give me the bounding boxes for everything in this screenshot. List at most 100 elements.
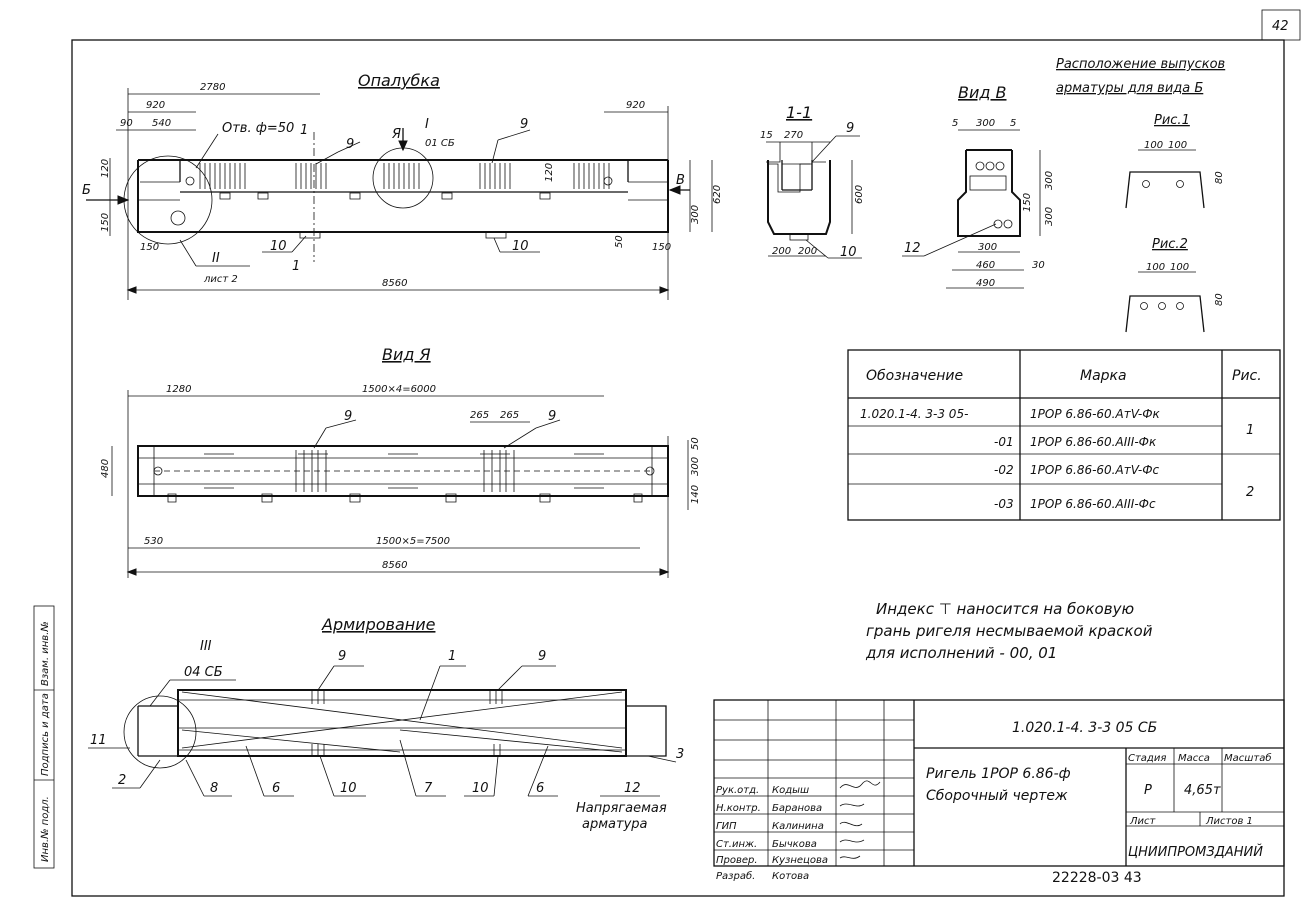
svg-text:600: 600 — [854, 185, 865, 204]
svg-text:80: 80 — [1214, 171, 1225, 184]
svg-text:920: 920 — [626, 100, 645, 111]
svg-text:140: 140 — [690, 485, 701, 504]
page-number-box — [1261, 9, 1301, 41]
svg-text:Кузнецова: Кузнецова — [772, 855, 828, 866]
svg-text:Н.контр.: Н.контр. — [716, 803, 761, 814]
spec-row-mark: 1РОР 6.86-60.АIII-Фк — [1030, 435, 1157, 449]
view-v: Вид В 5 300 5 300 150 300 300 460 30 490… — [902, 83, 1055, 289]
svg-text:5: 5 — [952, 118, 958, 129]
svg-text:9: 9 — [520, 117, 528, 132]
svg-text:120: 120 — [100, 159, 111, 178]
outlet-title-2: арматуры для вида Б — [1056, 81, 1203, 96]
outlet-layout: Расположение выпусков арматуры для вида … — [1056, 57, 1225, 333]
svg-text:300: 300 — [976, 118, 995, 129]
spec-row-mark: 1РОР 6.86-60.АтV-Фк — [1030, 407, 1161, 421]
outlet-title-1: Расположение выпусков — [1056, 57, 1225, 72]
svg-text:300: 300 — [690, 205, 701, 224]
svg-text:1: 1 — [292, 259, 300, 274]
svg-text:150: 150 — [100, 213, 111, 232]
svg-text:Листов 1: Листов 1 — [1205, 816, 1253, 827]
svg-text:7: 7 — [424, 781, 433, 796]
svg-text:100: 100 — [1144, 140, 1163, 151]
section-title: 1-1 — [786, 103, 812, 122]
svg-text:50: 50 — [614, 235, 625, 248]
index-note: Индекс ⊤ наносится на боковую грань риге… — [865, 600, 1153, 662]
svg-text:80: 80 — [1214, 293, 1225, 306]
svg-text:300: 300 — [1044, 171, 1055, 190]
svg-text:620: 620 — [712, 185, 723, 204]
signatures — [839, 780, 881, 859]
hole-icon — [603, 176, 613, 186]
mass-value: 4,65т — [1184, 783, 1221, 798]
reinforcement-view: Армирование III 04 СБ 9 1 9 11 2 8 6 10 … — [88, 615, 684, 832]
svg-text:1: 1 — [300, 123, 308, 138]
formwork-view: Опалубка 1 1 — [82, 71, 723, 300]
stamp-cell-1: Инв.№ подл. — [40, 796, 51, 862]
spec-table: Обозначение Марка Рис. 1.020.1-4. 3-3 05… — [847, 349, 1281, 521]
svg-text:5: 5 — [1010, 118, 1016, 129]
svg-text:12: 12 — [624, 781, 641, 796]
svg-text:Я: Я — [391, 127, 401, 142]
svg-text:12: 12 — [904, 241, 921, 256]
svg-text:460: 460 — [976, 260, 995, 271]
prestress-label-2: арматура — [582, 817, 648, 832]
spec-row-code: 1.020.1-4. 3-3 05- — [860, 407, 968, 421]
svg-text:9: 9 — [538, 649, 546, 664]
svg-text:I: I — [425, 117, 429, 132]
svg-text:8: 8 — [210, 781, 218, 796]
spec-row-mark: 1РОР 6.86-60.АIII-Фс — [1030, 497, 1156, 511]
hole-icon — [185, 176, 195, 186]
formwork-total-length: 8560 — [382, 278, 407, 289]
fig1-title: Рис.1 — [1154, 113, 1190, 128]
svg-text:10: 10 — [340, 781, 357, 796]
title-block: 1.020.1-4. 3-3 05 СБ Ригель 1РОР 6.86-ф … — [713, 699, 1285, 886]
svg-text:Провер.: Провер. — [716, 855, 758, 866]
svg-text:Масса: Масса — [1178, 753, 1210, 764]
svg-text:9: 9 — [846, 121, 854, 136]
organization: ЦНИИПРОМЗДАНИЙ — [1128, 844, 1263, 860]
svg-text:Стадия: Стадия — [1128, 753, 1166, 764]
prestress-label-1: Напрягаемая — [576, 801, 667, 816]
svg-text:Рук.отд.: Рук.отд. — [716, 785, 759, 796]
stamp-cell-2: Подпись и дата — [40, 693, 51, 776]
svg-text:920: 920 — [146, 100, 165, 111]
spec-row-code: -03 — [994, 497, 1014, 511]
svg-text:200: 200 — [798, 246, 817, 257]
svg-text:300: 300 — [1044, 207, 1055, 226]
svg-text:Котова: Котова — [772, 871, 809, 882]
svg-text:3: 3 — [676, 747, 684, 762]
spec-header-code: Обозначение — [866, 368, 963, 384]
svg-text:480: 480 — [100, 459, 111, 478]
svg-text:1500×5=7500: 1500×5=7500 — [376, 536, 450, 547]
spec-row-mark: 1РОР 6.86-60.АтV-Фс — [1030, 463, 1160, 477]
svg-text:лист 2: лист 2 — [203, 274, 238, 285]
stage-value: Р — [1144, 783, 1152, 798]
svg-text:150: 150 — [140, 242, 159, 253]
view-a-title: Вид Я — [382, 345, 431, 364]
svg-text:300: 300 — [690, 457, 701, 476]
stamp-cell-3: Взам. инв.№ — [40, 621, 51, 686]
detail-I-circle — [372, 147, 434, 209]
svg-text:2: 2 — [118, 773, 126, 788]
spec-row-fig: 1 — [1246, 423, 1254, 438]
svg-text:10: 10 — [472, 781, 489, 796]
note-line-1: Индекс ⊤ наносится на боковую — [876, 600, 1134, 618]
detail-III-circle — [123, 695, 197, 769]
svg-text:Баранова: Баранова — [772, 803, 822, 814]
formwork-beam-outline — [137, 160, 669, 233]
spec-row-fig: 2 — [1246, 485, 1254, 500]
svg-text:530: 530 — [144, 536, 163, 547]
svg-text:Бычкова: Бычкова — [772, 839, 817, 850]
svg-text:Разраб.: Разраб. — [716, 870, 755, 882]
section-1-1: 1-1 15 270 9 600 200 200 10 — [760, 103, 865, 260]
svg-text:9: 9 — [346, 137, 354, 152]
svg-text:265: 265 — [470, 410, 489, 421]
svg-text:10: 10 — [270, 239, 287, 254]
view-a: Вид Я 1280 1500×4=6000 265 265 9 9 480 5… — [100, 345, 701, 578]
svg-text:300: 300 — [978, 242, 997, 253]
hole-label: Отв. ф=50 — [222, 121, 294, 136]
formwork-title: Опалубка — [358, 71, 440, 90]
svg-text:2780: 2780 — [200, 82, 225, 93]
svg-text:1: 1 — [448, 649, 456, 664]
